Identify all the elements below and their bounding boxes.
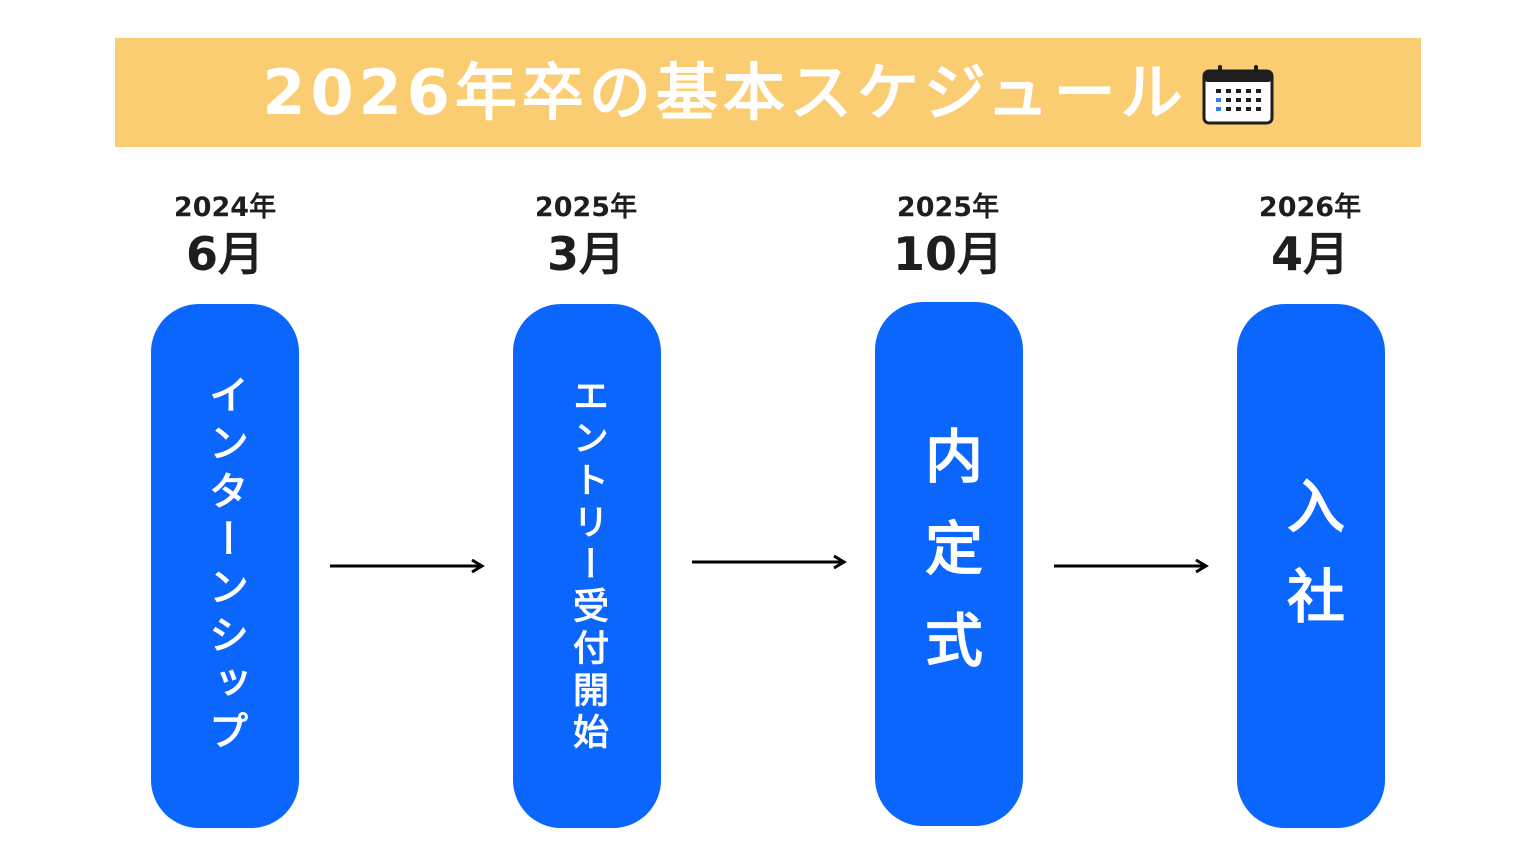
arrow-right-icon [692, 554, 847, 570]
step-year: 2025年 [534, 192, 638, 223]
page-title: 2026年卒の基本スケジュール [262, 55, 1188, 129]
step-date-2: 2025年 3月 [511, 190, 661, 277]
step-label: インターンシップ [202, 374, 248, 758]
step-month: 10月 [892, 227, 1003, 281]
step-year: 2026年 [1258, 192, 1362, 223]
step-box-naiteishiki: 内定式 [875, 302, 1023, 826]
step-month: 4月 [1270, 227, 1349, 281]
step-year: 2025年 [896, 192, 1000, 223]
step-box-internship: インターンシップ [151, 304, 299, 828]
step-label: 入社 [1277, 476, 1345, 656]
title-banner: 2026年卒の基本スケジュール [115, 38, 1421, 147]
step-label: エントリー受付開始 [567, 377, 608, 755]
calendar-icon [1202, 64, 1274, 124]
step-date-3: 2025年 10月 [873, 190, 1023, 277]
step-box-entry: エントリー受付開始 [513, 304, 661, 828]
step-box-nyusha: 入社 [1237, 304, 1385, 828]
step-month: 3月 [546, 227, 625, 281]
step-month: 6月 [185, 227, 264, 281]
arrow-right-icon [1054, 558, 1209, 574]
step-date-1: 2024年 6月 [150, 190, 300, 277]
arrow-right-icon [330, 558, 485, 574]
step-year: 2024年 [173, 192, 277, 223]
step-date-4: 2026年 4月 [1235, 190, 1385, 277]
step-label: 内定式 [915, 426, 983, 702]
